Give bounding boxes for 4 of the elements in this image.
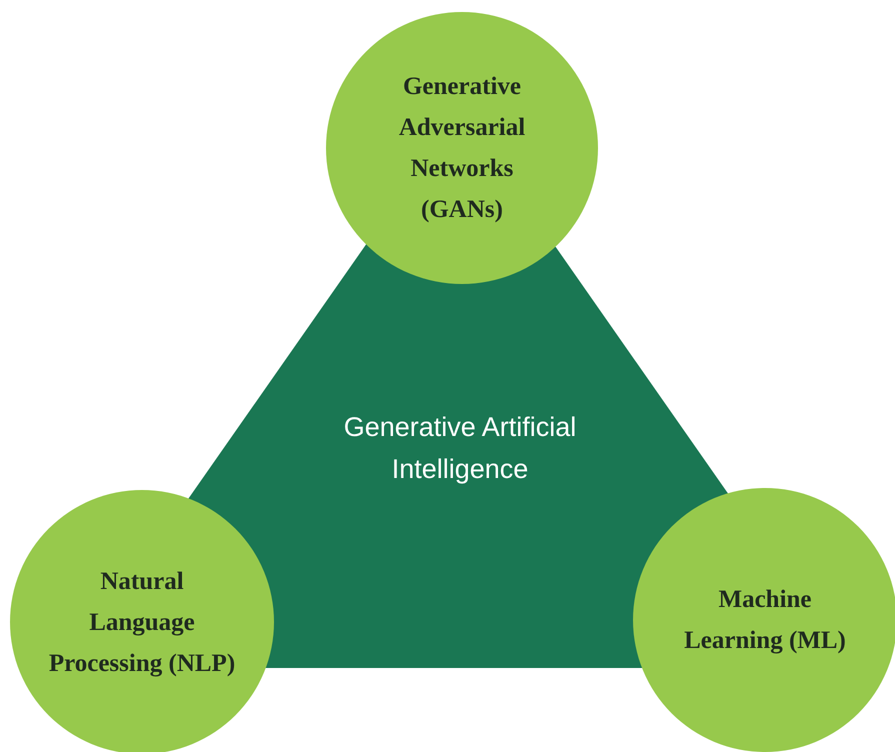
node-label: Generative Artificial Intelligence (342, 411, 578, 486)
node-label: Machine Learning (ML) (683, 585, 847, 656)
node-label: Natural Language Processing (NLP) (48, 566, 236, 678)
node-label: Generative Adversarial Networks (GANs) (398, 72, 526, 225)
